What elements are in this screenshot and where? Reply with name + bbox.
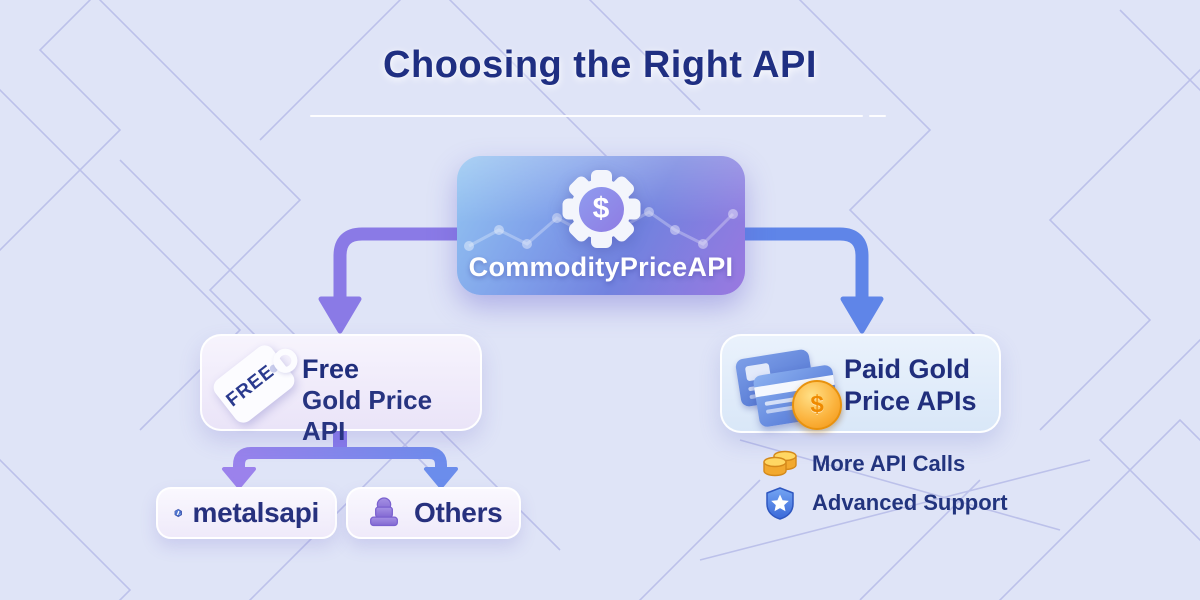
others-card: Others [346,487,521,539]
feature-label: Advanced Support [812,490,1008,515]
puzzle-piece-icon [370,497,398,527]
feature-more-api-calls: More API Calls [762,446,965,482]
arrow-split-free-children [222,428,458,489]
metalsapi-card: metalsapi [156,487,337,539]
arrow-to-paid [742,227,884,334]
root-node-commoditypriceapi: $ CommodityPriceAPI [457,156,745,295]
feature-advanced-support: Advanced Support [762,485,1008,521]
paid-card-title-line1: Paid Gold [844,354,971,384]
arrow-to-free [318,227,460,334]
star-badge-icon [762,485,798,521]
metalsapi-label: metalsapi [192,497,320,528]
credit-cards-coin-icon: $ [730,338,842,433]
title-divider [310,115,863,117]
page-title: Choosing the Right API [383,44,817,86]
paid-card-title-line2: Price APIs [844,386,977,416]
metalsapi-hexagon-icon [174,508,182,518]
gold-coins-icon [762,446,798,482]
title-divider-dash [869,115,886,117]
sparkline-decoration-right [616,207,738,249]
free-price-tag-icon: FREE [209,341,303,427]
feature-label: More API Calls [812,451,966,476]
root-node-label: CommodityPriceAPI [468,252,734,282]
free-gold-price-api-card: FREE Free Gold Price API [200,334,482,446]
coin-dollar-symbol: $ [810,391,824,418]
paid-gold-price-apis-card: $ Paid Gold Price APIs [720,334,1001,433]
free-card-title: Free [302,354,360,384]
gold-coin-icon: $ [792,380,842,430]
gear-dollar-symbol: $ [592,192,610,225]
gear-dollar-icon: $ [561,169,641,249]
free-card-subtitle: Gold Price API [302,385,433,446]
others-label: Others [414,497,503,528]
